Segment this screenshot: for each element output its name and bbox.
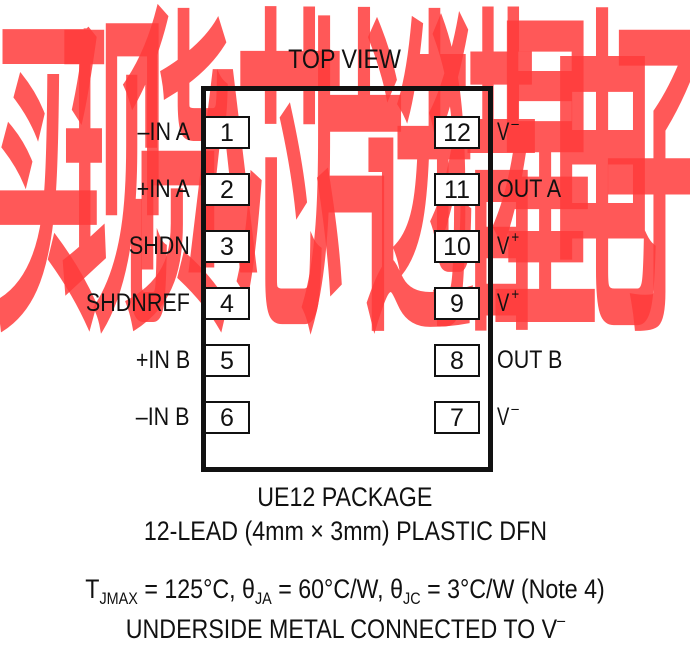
pin-box-8: 8 [434, 344, 480, 377]
thermal-specs: TJMAX = 125°C, θJA = 60°C/W, θJC = 3°C/W… [0, 574, 690, 608]
pin-name: V [497, 232, 510, 260]
underside-polarity: – [556, 610, 565, 630]
pin-number: 6 [220, 404, 234, 432]
pin-number: 4 [220, 290, 234, 318]
underside-note-label: UNDERSIDE METAL CONNECTED TO V [125, 614, 557, 644]
pin-label-9: V+ [497, 286, 523, 318]
pin-box-6: 6 [204, 401, 250, 434]
pin-name: SHDNREF [86, 289, 190, 317]
pin-name: –IN B [136, 403, 190, 431]
diagram-title-text: TOP VIEW [288, 44, 402, 74]
pin-name: V [497, 118, 510, 146]
pin-box-2: 2 [204, 173, 250, 206]
pin-box-10: 10 [434, 230, 480, 263]
tj-subscript: JMAX [99, 588, 138, 608]
pin-label-3: SHDN [0, 231, 190, 261]
pin-box-9: 9 [434, 287, 480, 320]
diagram-title: TOP VIEW [0, 44, 690, 75]
package-name-text: UE12 PACKAGE [257, 482, 433, 512]
pin-label-5: +IN B [0, 345, 190, 375]
pin-label-11: OUT A [497, 174, 572, 204]
tj-value: = 125°C, [137, 574, 243, 604]
pin-polarity: + [511, 286, 520, 304]
pin-number: 8 [450, 347, 464, 375]
theta-jc-value: = 3°C/W (Note 4) [420, 574, 605, 604]
pin-number: 12 [443, 119, 471, 147]
pin-polarity: – [511, 400, 519, 418]
pin-name: OUT A [497, 175, 562, 203]
pin-name: +IN B [135, 346, 190, 374]
pin-name: SHDN [129, 232, 190, 260]
package-description-text: 12-LEAD (4mm × 3mm) PLASTIC DFN [143, 516, 547, 546]
theta-ja-subscript: JA [254, 588, 272, 608]
pin-number: 11 [444, 176, 470, 204]
pin-number: 3 [220, 233, 234, 261]
pin-name: V [497, 403, 510, 431]
pin-label-7: V– [497, 400, 522, 432]
pin-label-12: V– [497, 115, 522, 147]
pin-box-4: 4 [204, 287, 250, 320]
pin-label-2: +IN A [0, 174, 190, 204]
pin-label-6: –IN B [0, 402, 190, 432]
pin-name: OUT B [497, 346, 563, 374]
theta-ja-value: = 60°C/W, [271, 574, 391, 604]
pin-name: V [497, 289, 510, 317]
pin-label-1: –IN A [0, 117, 190, 147]
thermal-specs-text: TJMAX = 125°C, θJA = 60°C/W, θJC = 3°C/W… [85, 574, 605, 608]
theta-ja-symbol: θ [242, 574, 255, 604]
underside-note: UNDERSIDE METAL CONNECTED TO V– [0, 612, 690, 645]
pin-box-1: 1 [204, 116, 250, 149]
package-description: 12-LEAD (4mm × 3mm) PLASTIC DFN [0, 516, 690, 547]
underside-note-text: UNDERSIDE METAL CONNECTED TO V– [125, 612, 564, 645]
pin-number: 9 [450, 290, 464, 318]
pin-label-10: V+ [497, 229, 523, 261]
pin-box-5: 5 [204, 344, 250, 377]
pin-label-8: OUT B [497, 345, 573, 375]
package-outline [201, 86, 493, 472]
pin-polarity: – [511, 115, 519, 133]
theta-jc-symbol: θ [390, 574, 404, 604]
pin-box-12: 12 [434, 116, 480, 149]
tj-symbol: T [85, 574, 100, 604]
pin-name: +IN A [136, 175, 190, 203]
pin-number: 1 [220, 119, 234, 147]
pin-box-7: 7 [434, 401, 480, 434]
pin-name: –IN A [137, 118, 190, 146]
pin-number: 10 [443, 233, 471, 261]
package-name: UE12 PACKAGE [0, 482, 690, 513]
pin-box-3: 3 [204, 230, 250, 263]
pin-number: 7 [450, 404, 464, 432]
pin-number: 2 [220, 176, 234, 204]
theta-jc-subscript: JC [403, 588, 421, 608]
pin-box-11: 11 [434, 173, 480, 206]
pin-number: 5 [220, 347, 234, 375]
pin-label-4: SHDNREF [0, 288, 190, 318]
pin-polarity: + [511, 229, 520, 247]
